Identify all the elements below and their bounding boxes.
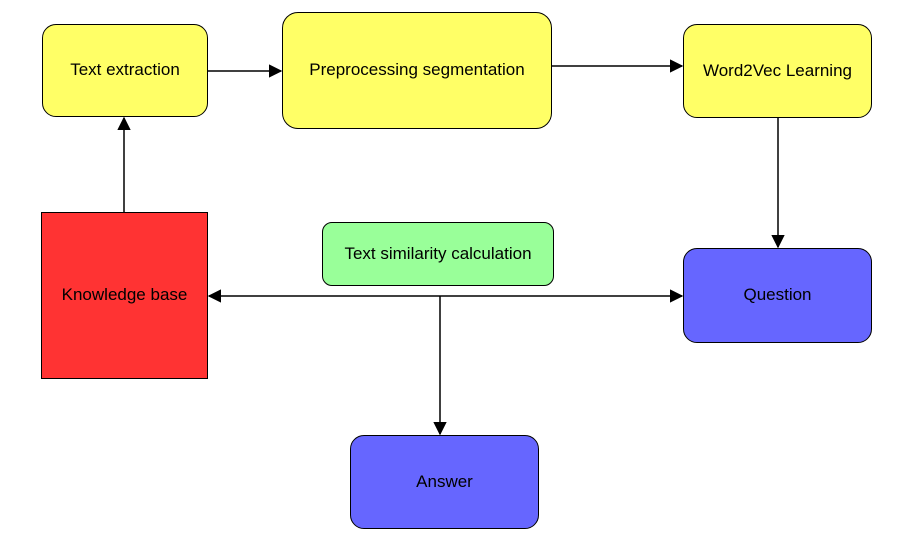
node-knowledge-base: Knowledge base <box>41 212 208 379</box>
node-preprocessing-segmentation-label: Preprocessing segmentation <box>309 60 525 80</box>
node-text-extraction: Text extraction <box>42 24 208 117</box>
node-text-similarity-calculation: Text similarity calculation <box>322 222 554 286</box>
node-word2vec-learning-label: Word2Vec Learning <box>702 60 852 80</box>
node-answer-label: Answer <box>416 471 473 491</box>
node-word2vec-learning: Word2Vec Learning <box>683 24 872 118</box>
node-knowledge-base-label: Knowledge base <box>61 285 188 305</box>
node-question: Question <box>683 248 872 343</box>
node-text-similarity-calculation-label: Text similarity calculation <box>344 243 532 263</box>
node-question-label: Question <box>743 285 812 305</box>
node-preprocessing-segmentation: Preprocessing segmentation <box>282 12 552 129</box>
node-text-extraction-label: Text extraction <box>70 60 180 80</box>
node-answer: Answer <box>350 435 539 529</box>
